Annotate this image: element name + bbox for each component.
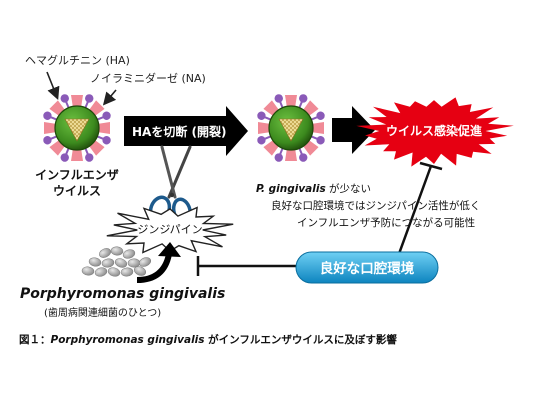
note-line1-rest: が少ない: [326, 182, 371, 195]
promotion-arrow: [332, 106, 375, 154]
bacterium-cell: [101, 258, 115, 268]
bacterium-cell: [122, 249, 136, 259]
infection-promotion-label: ウイルス感染促進: [386, 123, 483, 138]
cleave-arrow: [124, 106, 248, 156]
infection-promotion-burst: [356, 97, 514, 167]
note-line2: 良好な口腔環境ではジンジパイン活性が低く: [271, 199, 480, 212]
ha-spike: [285, 95, 297, 108]
oral-environment-label: 良好な口腔環境: [320, 260, 415, 277]
note-line3: インフルエンザ予防につながる可能性: [297, 216, 475, 229]
bacterium-cell: [114, 258, 128, 268]
ha-spike: [258, 122, 271, 134]
ha-spike: [44, 122, 57, 134]
cleave-label: HAを切断 (開裂): [132, 124, 226, 139]
ha-label: ヘマグルチニン (HA): [25, 53, 130, 67]
bacterium-cell: [88, 257, 102, 267]
caption-rest: がインフルエンザウイルスに及ぼす影響: [205, 333, 398, 346]
note-line1-species: P. gingivalis: [256, 183, 326, 195]
bacteria-cluster-icon: [81, 246, 152, 277]
inhibit-line-promotion: [394, 165, 433, 263]
bacterium-cell: [107, 267, 121, 277]
na-pointer-arrow: [102, 89, 117, 106]
na-label: ノイラミニダーゼ (NA): [90, 71, 206, 85]
influenza-virus-intact: [43, 94, 111, 162]
bacterium-cell: [81, 266, 95, 276]
ha-spike: [311, 122, 324, 134]
bacterium-cell: [99, 248, 111, 258]
gingipain-label: ジンジパイン: [137, 223, 202, 236]
oral-environment-box: [295, 251, 439, 284]
note-line1: P. gingivalis が少ない: [256, 182, 371, 195]
ha-spike: [71, 95, 83, 108]
species-name: Porphyromonas gingivalis: [20, 286, 225, 302]
bacterium-cell: [127, 258, 141, 268]
caption-species: Porphyromonas gingivalis: [51, 334, 205, 346]
virus-label-line1: インフルエンザ: [35, 168, 119, 182]
virus-label-line2: ウイルス: [53, 184, 101, 198]
ha-spike: [71, 148, 83, 161]
figure-caption: 図１：Porphyromonas gingivalis がインフルエンザウイルス…: [19, 333, 397, 346]
secretion-arrowhead: [158, 242, 181, 257]
secretion-curve-arrow: [136, 253, 172, 283]
bacterium-cell: [133, 266, 147, 276]
ha-spike: [285, 148, 297, 161]
species-note: (歯周病関連細菌のひとつ): [44, 306, 161, 319]
bacterium-cell: [110, 246, 124, 256]
ha-spike: [97, 122, 110, 134]
caption-prefix: 図１：: [19, 334, 51, 346]
bacterium-cell: [138, 257, 152, 267]
ha-pointer-arrow: [46, 71, 60, 100]
influenza-virus-cleaved: [257, 94, 325, 162]
bacterium-cell: [120, 267, 134, 277]
bacterium-cell: [94, 267, 108, 277]
